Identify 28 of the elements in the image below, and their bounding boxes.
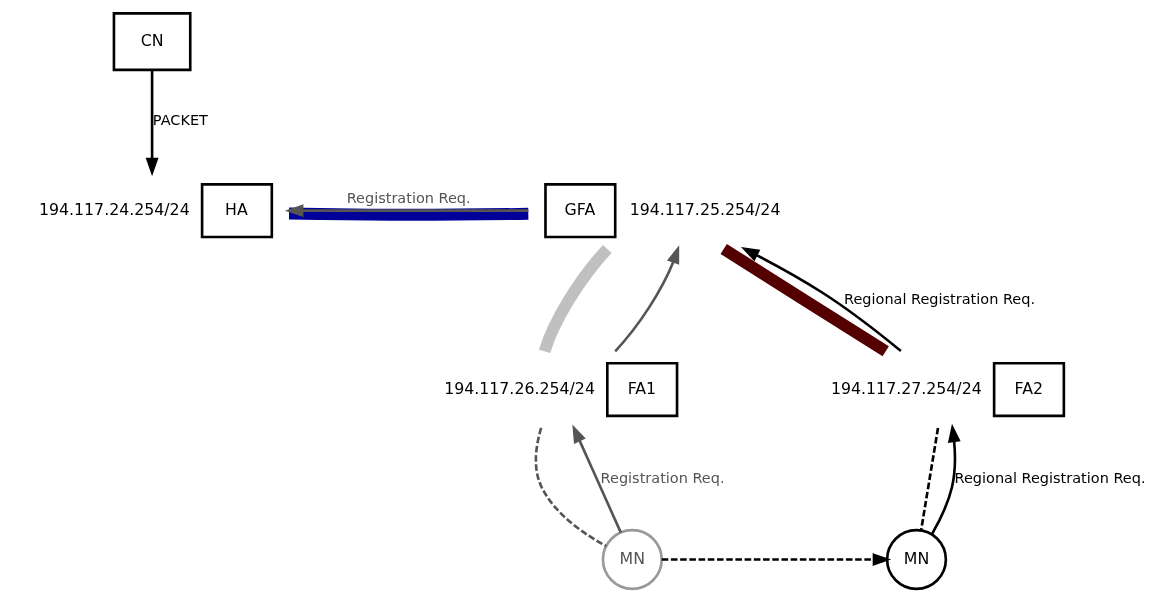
arrow — [572, 424, 623, 534]
node-label: 194.117.25.254/24 — [629, 199, 781, 219]
edge-label: Regional Registration Req. — [844, 290, 1035, 307]
node-circle: MN — [885, 528, 948, 591]
node-box: CN — [112, 12, 192, 72]
node-box: FA2 — [992, 361, 1066, 418]
connector — [539, 245, 612, 354]
node-box: HA — [200, 183, 274, 239]
node-circle: MN — [601, 528, 663, 591]
arrow — [614, 245, 680, 353]
connector — [288, 207, 529, 221]
arrow — [740, 247, 902, 353]
connector — [534, 427, 607, 548]
node-label: 194.117.24.254/24 — [38, 199, 190, 219]
arrow — [930, 423, 961, 535]
node-box: GFA — [544, 183, 617, 239]
edge-label: PACKET — [152, 111, 208, 128]
node-label: 194.117.27.254/24 — [830, 378, 982, 398]
node-box: FA1 — [606, 361, 679, 418]
node-label: 194.117.26.254/24 — [444, 378, 595, 398]
edge-label: Registration Req. — [600, 469, 725, 486]
connector — [919, 427, 940, 531]
edge-label: Registration Req. — [346, 189, 471, 206]
arrow — [145, 70, 159, 177]
arrow — [661, 553, 892, 566]
arrow — [284, 204, 529, 218]
connector — [720, 243, 889, 357]
edge-label: Regional Registration Req. — [954, 469, 1146, 486]
